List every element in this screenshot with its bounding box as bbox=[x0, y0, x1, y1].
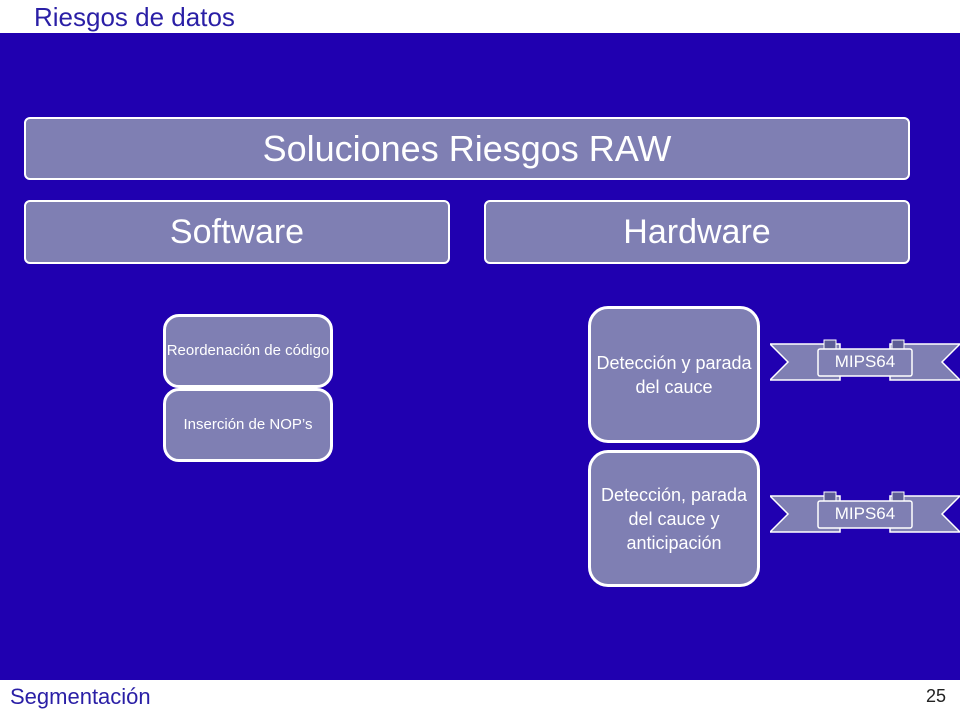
ribbon-shape-icon bbox=[770, 491, 960, 533]
software-item-nop-insertion: Inserción de NOP’s bbox=[163, 388, 333, 462]
software-item-reordering: Reordenación de código bbox=[163, 314, 333, 388]
slide-title: Riesgos de datos bbox=[34, 2, 235, 32]
hardware-item-stall: Detección y parada del cauce bbox=[588, 306, 760, 443]
mips64-tag: MIPS64 bbox=[834, 504, 896, 523]
mips64-ribbon: MIPS64 bbox=[770, 338, 960, 386]
hardware-branch-label: Hardware bbox=[623, 212, 771, 251]
mips64-tag: MIPS64 bbox=[834, 352, 896, 371]
main-title-bar: Soluciones Riesgos RAW bbox=[24, 117, 910, 180]
software-item-label: Reordenación de código bbox=[166, 342, 330, 359]
software-item-label: Inserción de NOP’s bbox=[183, 416, 313, 433]
ribbon-shape-icon bbox=[770, 339, 960, 381]
software-branch: Software bbox=[24, 200, 450, 264]
hardware-item-label: Detección y parada del cauce bbox=[596, 352, 752, 397]
footer-bar bbox=[0, 680, 960, 720]
footer-section: Segmentación bbox=[10, 684, 151, 709]
hardware-branch: Hardware bbox=[484, 200, 910, 264]
hardware-item-stall-forwarding: Detección, parada del cauce y anticipaci… bbox=[588, 450, 760, 587]
page-number: 25 bbox=[926, 686, 947, 706]
hardware-item-label: Detección, parada del cauce y anticipaci… bbox=[600, 484, 748, 553]
main-title-label: Soluciones Riesgos RAW bbox=[262, 127, 672, 169]
mips64-ribbon: MIPS64 bbox=[770, 490, 960, 538]
software-branch-label: Software bbox=[169, 212, 305, 251]
